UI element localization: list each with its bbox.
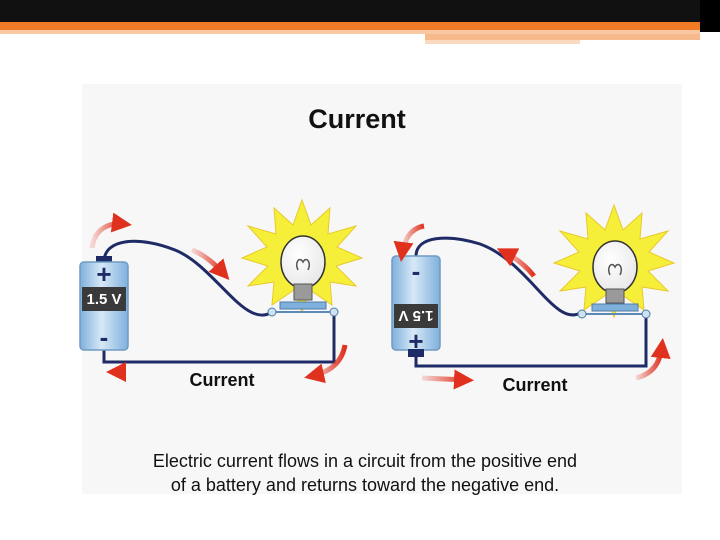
wire-bottom-left	[102, 312, 336, 364]
current-label-left: Current	[189, 370, 254, 390]
bulb-socket	[279, 301, 327, 310]
current-arrow-icon	[191, 247, 230, 280]
battery-right: 1.5 V - +	[391, 255, 441, 357]
top-bar	[0, 0, 700, 22]
battery-voltage-label: 1.5 V	[398, 307, 433, 324]
light-bulb-left	[240, 198, 364, 317]
bulb-socket	[591, 303, 639, 312]
terminal-left	[577, 309, 587, 319]
battery-voltage-label: 1.5 V	[86, 291, 121, 308]
current-arrow-icon	[635, 338, 671, 381]
battery-left: 1.5 V + -	[79, 256, 129, 352]
negative-sign: -	[100, 322, 109, 352]
diagram-panel	[82, 84, 682, 494]
orange-stripe-shorter	[425, 40, 580, 44]
current-arrow-icon	[421, 369, 474, 390]
wire-top-left	[102, 239, 273, 317]
positive-sign: +	[96, 259, 111, 289]
wire-bottom-right	[414, 312, 648, 368]
battery-terminal	[408, 349, 424, 357]
current-arrow-icon	[89, 212, 132, 249]
current-arrow-icon	[393, 223, 425, 262]
terminal-right	[641, 309, 651, 319]
caption-line-1: Electric current flows in a circuit from…	[153, 451, 577, 471]
battery-label-band	[394, 304, 438, 328]
negative-sign: -	[412, 256, 421, 286]
bulb-filament	[607, 263, 623, 276]
terminal-right	[329, 307, 339, 317]
orange-stripe-light	[0, 30, 700, 34]
orange-stripe	[0, 22, 700, 30]
top-bar-corner	[700, 0, 720, 32]
bulb-base	[293, 283, 313, 301]
positive-sign: +	[408, 326, 423, 356]
bulb-filament	[295, 258, 311, 271]
caption-line-2: of a battery and returns toward the nega…	[171, 475, 559, 495]
current-arrow-icon	[304, 344, 348, 384]
orange-stripe-short	[425, 34, 700, 40]
battery-terminal	[96, 256, 112, 264]
current-arrow-icon	[496, 248, 536, 278]
circuit-left: 1.5 V + - Current	[79, 198, 364, 390]
current-label-right: Current	[502, 375, 567, 395]
wire-top-right	[414, 236, 583, 317]
header-decoration	[0, 0, 720, 44]
circuit-right: 1.5 V - + Current	[391, 203, 676, 395]
diagram-title: Current	[308, 104, 406, 134]
battery-label-band	[82, 287, 126, 311]
light-bulb-right	[552, 203, 676, 319]
terminal-left	[267, 307, 277, 317]
bulb-base	[605, 288, 625, 304]
